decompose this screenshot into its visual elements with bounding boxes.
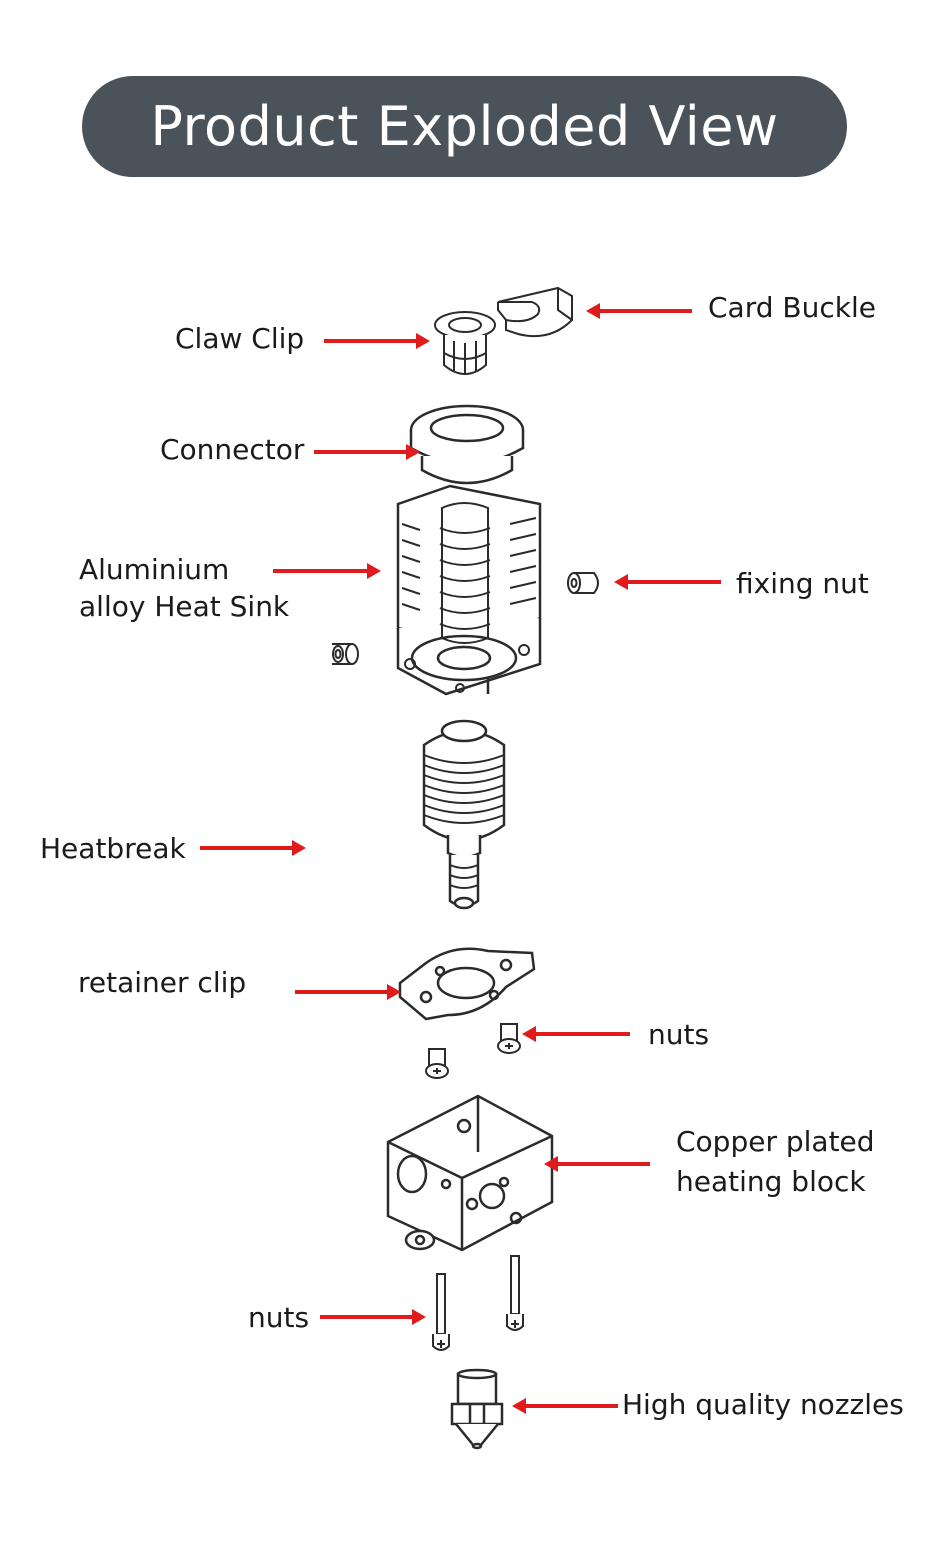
long-screw-drawing-2 bbox=[502, 1252, 528, 1340]
label-fixing-nut: fixing nut bbox=[736, 567, 869, 600]
arrow-connector bbox=[314, 444, 420, 460]
label-nozzle: High quality nozzles bbox=[622, 1388, 904, 1421]
card-buckle-drawing bbox=[488, 280, 578, 345]
long-screw-drawing bbox=[428, 1270, 454, 1358]
arrow-nuts-upper bbox=[522, 1026, 630, 1042]
heat-sink-drawing bbox=[390, 468, 545, 700]
title-banner: Product Exploded View bbox=[82, 76, 847, 177]
arrow-retainer-clip bbox=[295, 984, 401, 1000]
label-heating-block-1: Copper plated bbox=[676, 1125, 875, 1158]
label-heatbreak: Heatbreak bbox=[40, 832, 186, 865]
arrow-fixing-nut bbox=[614, 574, 721, 590]
heatbreak-drawing bbox=[414, 715, 514, 913]
page-title: Product Exploded View bbox=[150, 95, 779, 158]
label-heat-sink-1: Aluminium bbox=[79, 553, 230, 586]
arrow-heat-sink bbox=[273, 563, 381, 579]
heating-block-drawing bbox=[384, 1092, 556, 1254]
label-connector: Connector bbox=[160, 433, 305, 466]
arrow-nozzle bbox=[512, 1398, 618, 1414]
nut-screw-drawing bbox=[494, 1020, 524, 1056]
connector-drawing bbox=[408, 400, 526, 490]
arrow-heating-block bbox=[544, 1156, 650, 1172]
label-nuts-upper: nuts bbox=[648, 1018, 710, 1051]
nozzle-drawing bbox=[446, 1368, 508, 1454]
fixing-nut-drawing bbox=[566, 570, 604, 596]
arrow-claw-clip bbox=[324, 333, 430, 349]
fixing-nut-left-drawing bbox=[332, 640, 364, 668]
label-claw-clip: Claw Clip bbox=[175, 322, 305, 355]
label-card-buckle: Card Buckle bbox=[708, 291, 876, 324]
arrow-card-buckle bbox=[586, 303, 692, 319]
label-heat-sink-2: alloy Heat Sink bbox=[79, 590, 290, 623]
claw-clip-drawing bbox=[430, 305, 500, 385]
label-nuts-lower: nuts bbox=[248, 1301, 310, 1334]
arrow-heatbreak bbox=[200, 840, 306, 856]
label-heating-block-2: heating block bbox=[676, 1165, 866, 1198]
arrow-nuts-lower bbox=[320, 1309, 426, 1325]
retainer-clip-drawing bbox=[396, 935, 538, 1027]
label-retainer-clip: retainer clip bbox=[78, 966, 247, 999]
nut-screw-drawing-2 bbox=[422, 1045, 452, 1081]
